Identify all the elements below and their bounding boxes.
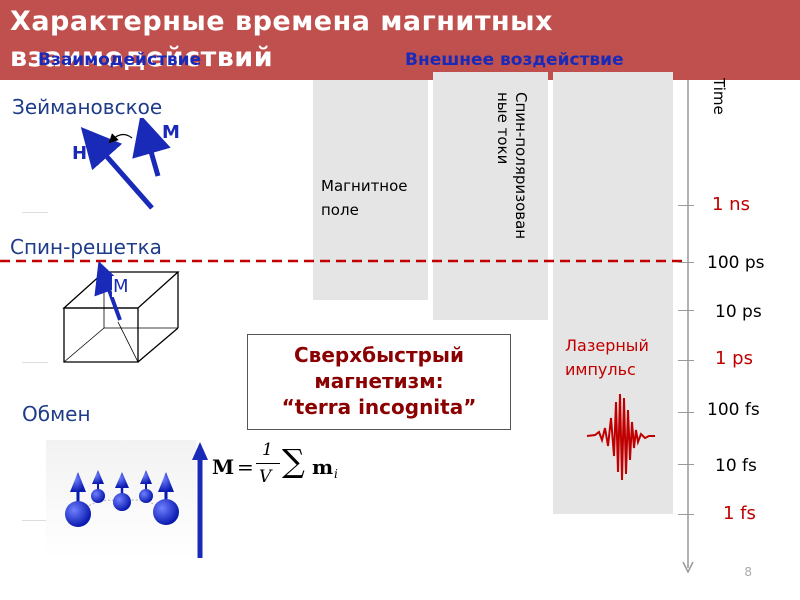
interactions-heading: Взаимодействие [38, 50, 202, 70]
laser-pulse-waveform [586, 393, 655, 481]
tick-label-10ps: 10 ps [715, 302, 762, 322]
formula-lhs: M [212, 455, 235, 479]
slide-title: Характерные времена магнитных взаимодейс… [10, 6, 553, 73]
exchange-label: Обмен [22, 402, 91, 426]
tick-label-1ns: 1 ns [712, 194, 750, 215]
ultrafast-magnetism-callout: Сверхбыстрый магнетизм: “terra incognita… [247, 334, 511, 430]
tick-label-1ps: 1 ps [715, 348, 753, 369]
tick-mark [678, 514, 694, 515]
formula-sum: ∑ [282, 442, 305, 480]
timescale-separator [0, 259, 688, 263]
m-label-zeeman: M [162, 122, 180, 143]
tick-mark [678, 205, 694, 206]
tick-label-1fs: 1 fs [723, 503, 756, 524]
magnetic-field-label: Магнитное поле [321, 177, 408, 219]
fraction-bar [256, 463, 280, 464]
tick-label-100fs: 100 fs [707, 400, 760, 420]
exchange-spins-diagram [46, 440, 196, 558]
formula-numerator: 1 [262, 440, 273, 460]
magnetic-field-column [313, 80, 428, 300]
formula-denominator: V [259, 467, 272, 487]
h-field-label: H [72, 143, 88, 164]
divider-line [22, 362, 48, 363]
slide-header [0, 0, 800, 80]
spin-currents-label: Спин-поляризованные токи [494, 92, 530, 240]
external-heading: Внешнее воздействие [405, 50, 624, 70]
callout-line-1: Сверхбыстрый [293, 343, 465, 367]
time-axis-label: Time [710, 78, 728, 115]
formula-term: m [312, 455, 334, 479]
tick-mark [678, 412, 694, 413]
divider-line [22, 520, 48, 521]
tick-mark [678, 262, 694, 263]
formula-subscript: i [334, 467, 338, 481]
tick-label-100ps: 100 ps [707, 253, 765, 273]
spin-current-column [433, 72, 548, 320]
zeeman-label: Зеймановское [12, 95, 163, 119]
lattice-cube-diagram [62, 262, 180, 363]
tick-mark [678, 464, 694, 465]
page-number: 8 [744, 565, 752, 579]
tick-mark [678, 310, 694, 311]
laser-pulse-label: Лазерный импульс [565, 336, 649, 379]
m-label-lattice: M [112, 276, 130, 297]
callout-line-3: “terra incognita” [281, 395, 477, 419]
tick-mark [678, 360, 694, 361]
callout-line-2: магнетизм: [314, 369, 444, 393]
time-axis [682, 80, 694, 574]
zeeman-diagram [80, 118, 171, 210]
divider-line [22, 212, 48, 213]
tick-label-10fs: 10 fs [715, 456, 757, 476]
formula-eq: = [237, 455, 254, 479]
spin-lattice-label: Спин-решетка [10, 235, 162, 259]
total-magnetization-arrow [192, 442, 208, 558]
